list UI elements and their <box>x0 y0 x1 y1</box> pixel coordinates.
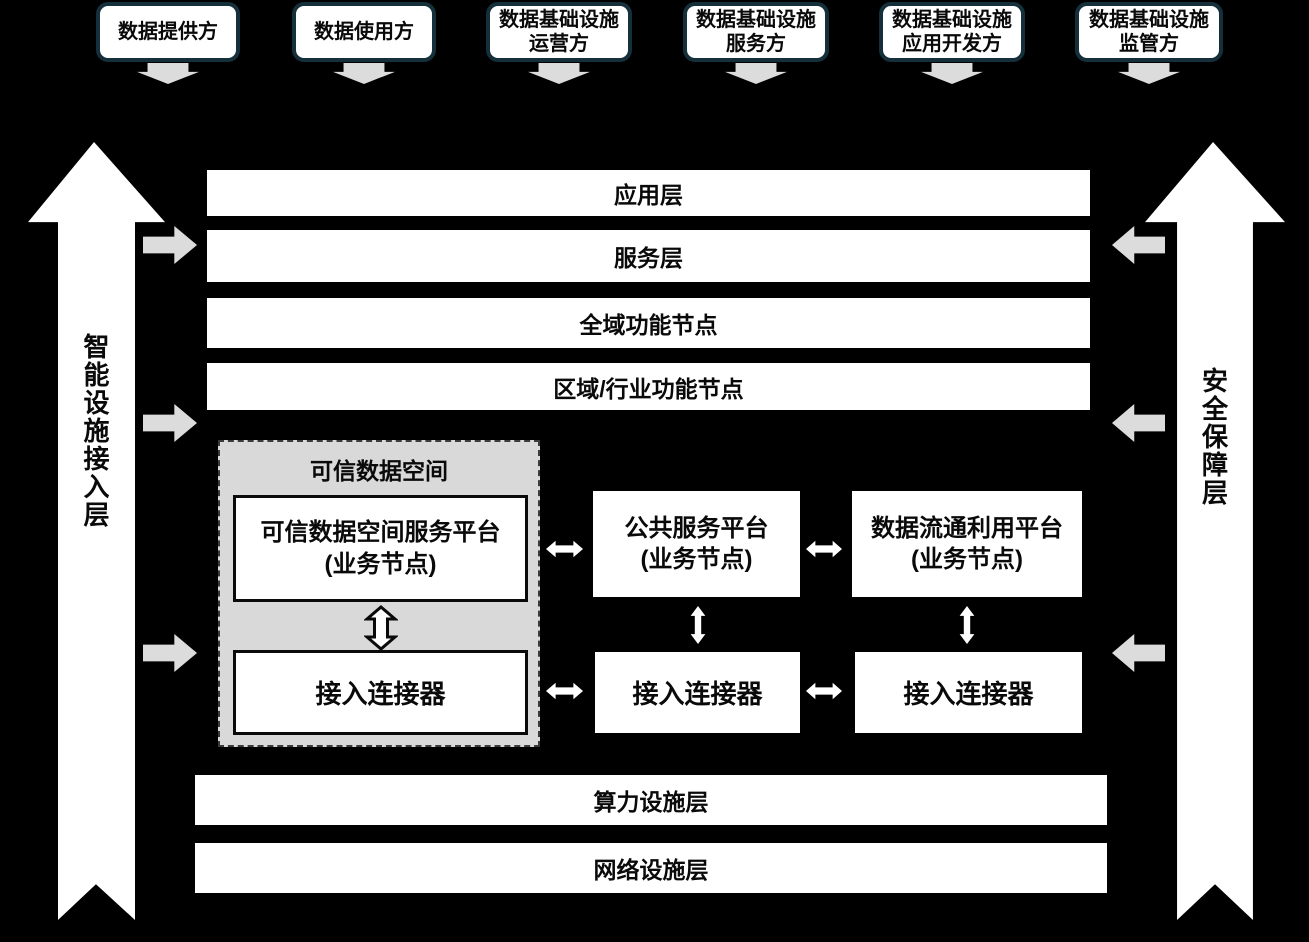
security-assurance-layer-label: 安全保障层 <box>1201 366 1228 508</box>
down-arrow-icon <box>528 63 590 84</box>
double-arrow-vertical-icon <box>690 606 706 644</box>
layer-bar-network-facility: 网络设施层 <box>195 843 1107 893</box>
role-box-infrastructure-operator: 数据基础设施 运营方 <box>486 2 632 62</box>
double-arrow-horizontal-icon <box>806 682 842 700</box>
down-arrow-icon <box>1118 63 1180 84</box>
layer-bar-regional-industry-function-node: 区域/行业功能节点 <box>207 363 1090 410</box>
double-arrow-vertical-icon <box>959 606 975 644</box>
down-arrow-icon <box>921 63 983 84</box>
double-arrow-vertical-icon <box>364 605 398 651</box>
double-arrow-horizontal-icon <box>546 540 583 558</box>
layer-bar-global-function-node: 全域功能节点 <box>207 298 1090 348</box>
trusted-data-space-platform-box: 可信数据空间服务平台 (业务节点) <box>233 495 528 602</box>
role-box-infrastructure-regulator: 数据基础设施 监管方 <box>1075 2 1223 62</box>
trusted-data-space-title: 可信数据空间 <box>310 458 448 484</box>
public-service-connector-box: 接入连接器 <box>595 652 800 733</box>
trusted-data-space-connector-box: 接入连接器 <box>233 650 528 735</box>
down-arrow-icon <box>137 63 199 84</box>
role-box-data-provider: 数据提供方 <box>96 2 240 62</box>
right-arrow-icon <box>143 404 197 442</box>
left-arrow-icon <box>1112 634 1165 672</box>
left-arrow-icon <box>1112 226 1165 264</box>
data-circulation-connector-box: 接入连接器 <box>855 652 1082 733</box>
data-circulation-platform-box: 数据流通利用平台 (业务节点) <box>852 491 1082 597</box>
role-box-infrastructure-app-developer: 数据基础设施 应用开发方 <box>879 2 1025 62</box>
layer-bar-computing-facility: 算力设施层 <box>195 775 1107 825</box>
layer-bar-service: 服务层 <box>207 230 1090 282</box>
layer-bar-application: 应用层 <box>207 170 1090 216</box>
smart-facility-access-layer-label: 智能设施接入层 <box>83 332 110 530</box>
left-arrow-icon <box>1112 404 1165 442</box>
role-box-infrastructure-service: 数据基础设施 服务方 <box>683 2 829 62</box>
double-arrow-horizontal-icon <box>546 682 583 700</box>
down-arrow-icon <box>725 63 787 84</box>
role-box-data-user: 数据使用方 <box>292 2 436 62</box>
right-arrow-icon <box>143 226 197 264</box>
down-arrow-icon <box>333 63 395 84</box>
smart-facility-access-layer-arrow: 智能设施接入层 <box>28 142 165 920</box>
public-service-platform-box: 公共服务平台 (业务节点) <box>593 491 800 597</box>
security-assurance-layer-arrow: 安全保障层 <box>1145 142 1285 920</box>
double-arrow-horizontal-icon <box>806 540 842 558</box>
right-arrow-icon <box>143 634 197 672</box>
